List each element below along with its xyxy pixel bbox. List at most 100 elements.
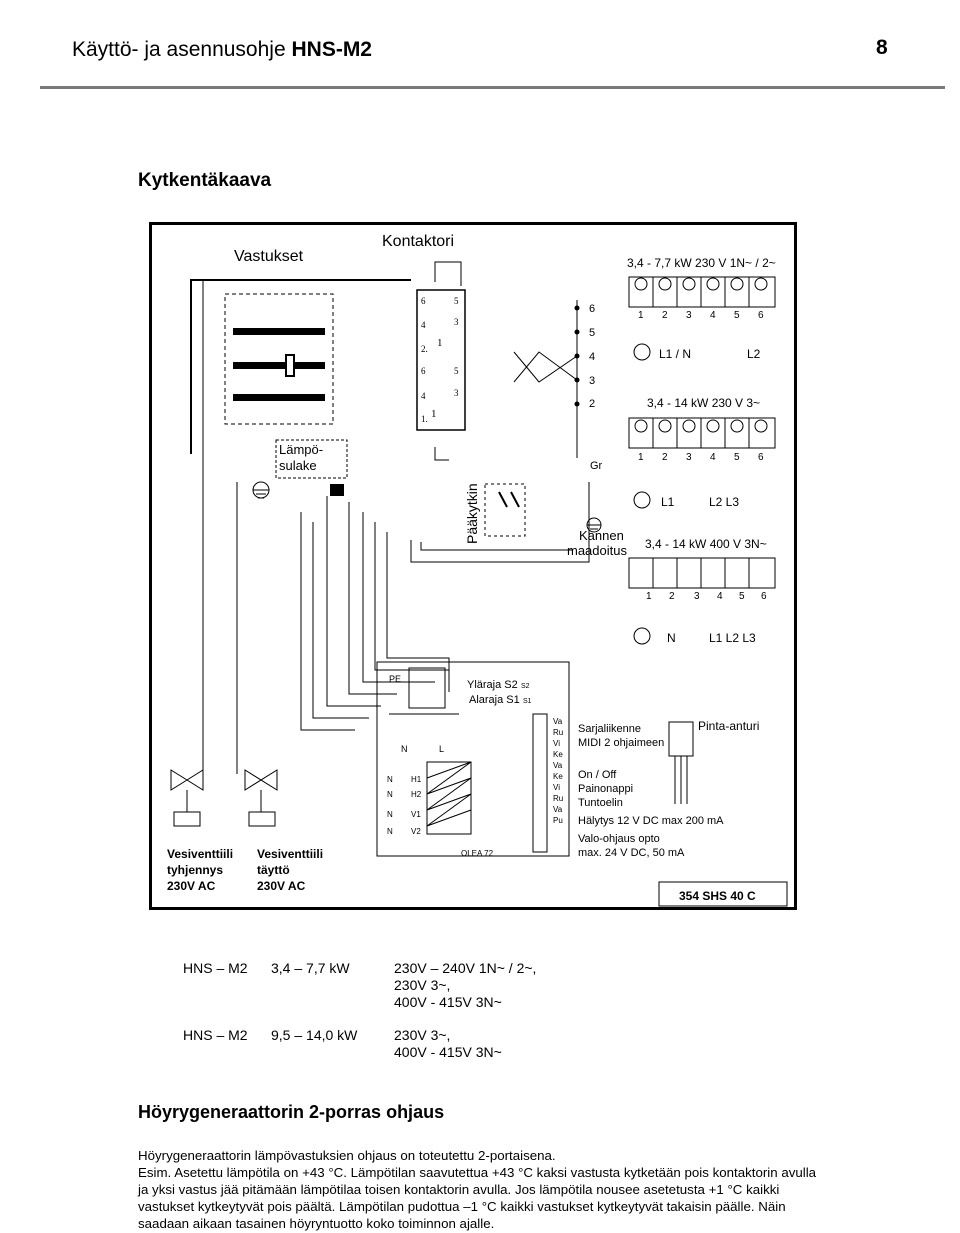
svg-text:6: 6 xyxy=(761,591,767,602)
label-kontaktori: Kontaktori xyxy=(382,233,454,250)
svg-text:L1: L1 xyxy=(661,495,675,509)
svg-text:L1 L2 L3: L1 L2 L3 xyxy=(709,631,756,645)
svg-text:4: 4 xyxy=(421,391,426,401)
svg-text:N: N xyxy=(387,775,393,784)
label-spec1: 3,4 - 7,7 kW 230 V 1N~ / 2~ xyxy=(627,256,776,270)
page-number: 8 xyxy=(876,36,888,59)
svg-text:L: L xyxy=(439,744,444,754)
label-valve2-2: täyttö xyxy=(257,863,290,877)
label-gr: Gr xyxy=(590,460,603,472)
label-halytys: Hälytys 12 V DC max 200 mA xyxy=(578,815,724,827)
svg-text:V2: V2 xyxy=(411,827,421,836)
svg-text:N: N xyxy=(387,790,393,799)
svg-text:L1 / N: L1 / N xyxy=(659,347,691,361)
svg-text:5: 5 xyxy=(589,327,595,339)
paragraph-line: saadaan aikaan tasainen höyryntuotto kok… xyxy=(138,1216,495,1231)
spec2-model: HNS – M2 xyxy=(183,1027,248,1043)
svg-text:5: 5 xyxy=(734,452,740,463)
svg-text:Ke: Ke xyxy=(553,750,563,759)
svg-text:3: 3 xyxy=(694,591,700,602)
svg-text:Ru: Ru xyxy=(553,794,563,803)
paragraph-line: Esim. Asetettu lämpötila on +43 °C. Lämp… xyxy=(138,1165,817,1180)
label-spec3: 3,4 - 14 kW 400 V 3N~ xyxy=(645,537,767,551)
contactor-box xyxy=(416,289,466,431)
svg-text:2: 2 xyxy=(662,310,668,321)
svg-text:1: 1 xyxy=(646,591,652,602)
label-valo-2: max. 24 V DC, 50 mA xyxy=(578,847,685,859)
svg-text:6: 6 xyxy=(758,452,764,463)
controller-olea-72 xyxy=(376,661,570,857)
svg-text:1: 1 xyxy=(431,408,437,420)
svg-text:4: 4 xyxy=(421,320,426,330)
svg-text:N: N xyxy=(401,744,408,754)
svg-text:2.: 2. xyxy=(421,344,428,354)
svg-text:6: 6 xyxy=(589,303,595,315)
svg-text:5: 5 xyxy=(454,296,459,306)
svg-text:Va: Va xyxy=(553,717,563,726)
title-prefix: Käyttö- ja asennusohje xyxy=(72,38,292,61)
label-pinta: Pinta-anturi xyxy=(698,719,759,733)
svg-text:Vi: Vi xyxy=(553,739,560,748)
svg-text:4: 4 xyxy=(589,351,595,363)
svg-text:Ru: Ru xyxy=(553,728,563,737)
svg-text:6: 6 xyxy=(758,310,764,321)
label-alaraja: Alaraja S1 xyxy=(469,694,520,706)
ground-symbol-left xyxy=(252,481,270,499)
wire-top xyxy=(190,279,411,454)
paragraph: Höyrygeneraattorin lämpövastuksien ohjau… xyxy=(138,1147,898,1232)
spec1-line1: 230V – 240V 1N~ / 2~, xyxy=(394,960,537,976)
svg-text:3: 3 xyxy=(686,310,692,321)
thermal-fuse-terminal xyxy=(330,484,344,496)
svg-text:3: 3 xyxy=(686,452,692,463)
header-rule xyxy=(40,86,945,89)
svg-text:Vi: Vi xyxy=(553,783,560,792)
svg-text:4: 4 xyxy=(717,591,723,602)
svg-text:L2 L3: L2 L3 xyxy=(709,495,739,509)
label-midi: MIDI 2 ohjaimeen xyxy=(578,737,664,749)
spec1-line3: 400V - 415V 3N~ xyxy=(394,994,502,1010)
paragraph-line: vastukset kytkeytyvät pois päältä. Lämpö… xyxy=(138,1199,786,1214)
label-vastukset: Vastukset xyxy=(234,248,304,265)
label-painonappi: Painonappi xyxy=(578,783,633,795)
spec1-line2: 230V 3~, xyxy=(394,977,451,993)
svg-text:3: 3 xyxy=(454,388,459,398)
svg-text:S2: S2 xyxy=(521,683,530,690)
spec1-power: 3,4 – 7,7 kW xyxy=(271,960,350,976)
label-onoff: On / Off xyxy=(578,769,617,781)
label-ylaraja: Yläraja S2 xyxy=(467,679,518,691)
svg-text:3: 3 xyxy=(589,375,595,387)
label-valve1-2: tyhjennys xyxy=(167,863,223,877)
svg-text:L2: L2 xyxy=(747,347,761,361)
svg-text:5: 5 xyxy=(734,310,740,321)
svg-text:4: 4 xyxy=(710,452,716,463)
valve-drain xyxy=(170,769,204,827)
label-lampo-1: Lämpö- xyxy=(279,442,323,457)
label-valo-1: Valo-ohjaus opto xyxy=(578,833,660,845)
svg-text:2: 2 xyxy=(662,452,668,463)
spec2-power: 9,5 – 14,0 kW xyxy=(271,1027,358,1043)
svg-text:S1: S1 xyxy=(523,698,532,705)
svg-text:H2: H2 xyxy=(411,790,422,799)
label-valve2-1: Vesiventtiili xyxy=(257,847,323,861)
svg-text:Va: Va xyxy=(553,805,563,814)
label-kannen-1: Kannen xyxy=(579,528,624,543)
paragraph-line: ja yksi vastus jää pitämään lämpötilaa t… xyxy=(138,1182,780,1197)
svg-text:Ke: Ke xyxy=(553,772,563,781)
label-olea: OLEA 72 xyxy=(461,849,494,858)
spec1-model: HNS – M2 xyxy=(183,960,248,976)
svg-text:N: N xyxy=(667,631,676,645)
svg-text:5: 5 xyxy=(739,591,745,602)
label-valve1-1: Vesiventtiili xyxy=(167,847,233,861)
svg-text:1.: 1. xyxy=(421,414,428,424)
label-valve2-3: 230V AC xyxy=(257,879,306,893)
right-terminal-numbers: 6 5 4 3 2 xyxy=(589,303,595,410)
svg-text:H1: H1 xyxy=(411,775,422,784)
label-shs: 354 SHS 40 C xyxy=(679,889,756,903)
label-lampo-2: sulake xyxy=(279,458,317,473)
resistor-bank-box xyxy=(224,293,334,425)
wire-bundle xyxy=(202,280,590,774)
label-pe: PE xyxy=(389,674,401,684)
label-sarjaliikenne: Sarjaliikenne xyxy=(578,723,641,735)
